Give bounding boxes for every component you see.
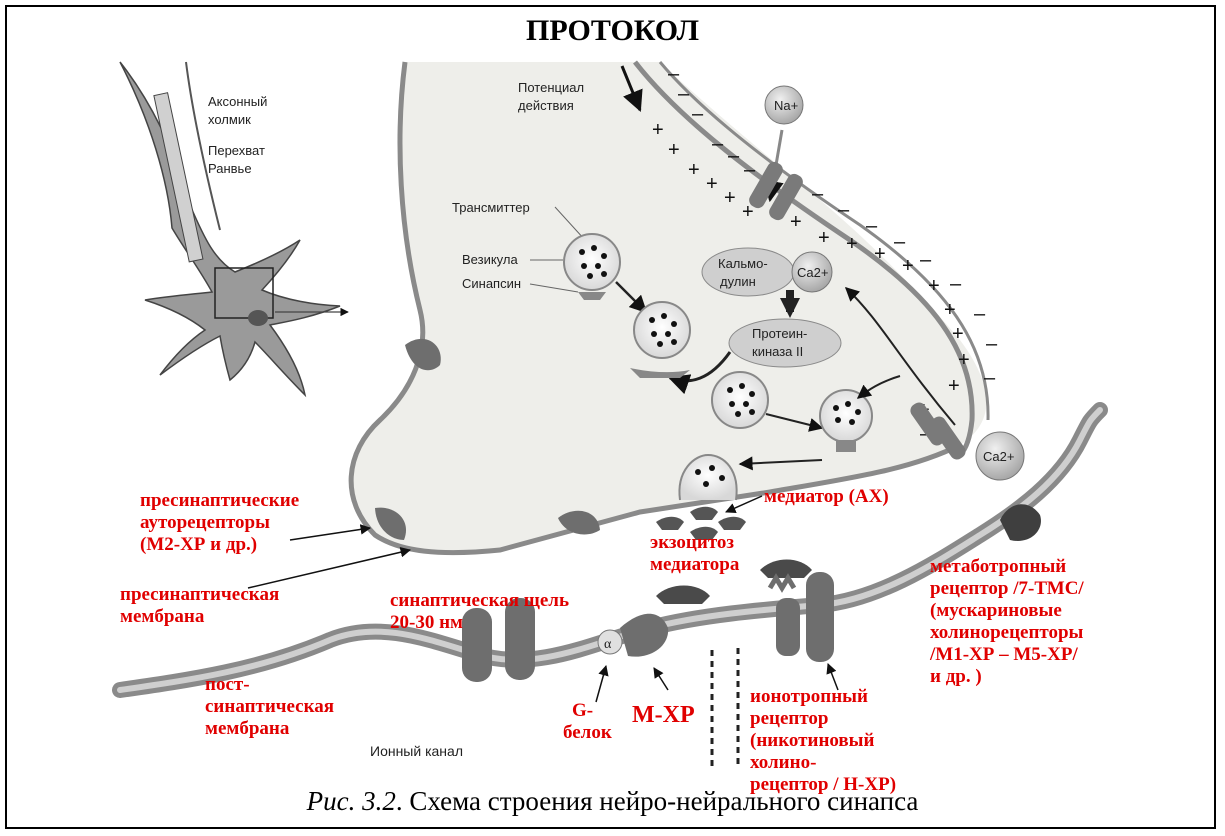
alpha-subunit-label: α <box>604 637 612 652</box>
svg-text:холино-: холино- <box>750 752 816 773</box>
svg-text:медиатора: медиатора <box>650 554 740 575</box>
svg-text:медиатор (АХ): медиатор (АХ) <box>764 486 889 507</box>
action-potential-label-1: Потенциал <box>518 80 584 95</box>
axon-hillock-label-1: Аксонный <box>208 94 267 109</box>
caption-text: . Схема строения нейро-нейрального синап… <box>396 786 919 816</box>
svg-text:+: + <box>958 349 970 371</box>
svg-text:–: – <box>950 273 962 295</box>
svg-text:–: – <box>692 103 704 125</box>
svg-text:–: – <box>838 199 850 221</box>
presynaptic-membrane-label: пресинаптическая мембрана <box>120 550 410 627</box>
svg-text:+: + <box>724 187 736 209</box>
ionotropic-label: ионотропный рецептор (никотиновый холино… <box>750 686 896 795</box>
svg-text:–: – <box>894 231 906 253</box>
svg-text:+: + <box>944 299 956 321</box>
svg-text:пресинаптические: пресинаптические <box>140 490 299 511</box>
protein-kinase-label-2: киназа II <box>752 344 803 359</box>
calmodulin-label-1: Кальмо- <box>718 256 768 271</box>
g-protein-label: G- белок <box>563 700 612 743</box>
svg-text:экзоцитоз: экзоцитоз <box>650 532 734 553</box>
svg-text:+: + <box>902 255 914 277</box>
calcium-ion-label-outside: Ca2+ <box>983 449 1014 464</box>
ranvier-label-1: Перехват <box>208 143 265 158</box>
svg-text:пресинаптическая: пресинаптическая <box>120 584 279 605</box>
svg-text:и др. ): и др. ) <box>930 666 982 687</box>
svg-text:метаботропный: метаботропный <box>930 556 1066 577</box>
exocytosis-label: экзоцитоз медиатора <box>650 532 740 575</box>
ion-channel-label: Ионный канал <box>370 743 463 759</box>
svg-text:G-: G- <box>572 700 593 721</box>
svg-text:+: + <box>948 375 960 397</box>
sodium-ion-label: Na+ <box>774 98 798 113</box>
svg-text:+: + <box>846 233 858 255</box>
svg-text:синаптическая: синаптическая <box>205 696 334 717</box>
svg-text:+: + <box>668 139 680 161</box>
transmitter-label: Трансмиттер <box>452 200 530 215</box>
svg-text:–: – <box>986 333 998 355</box>
svg-text:–: – <box>728 145 740 167</box>
svg-text:–: – <box>974 303 986 325</box>
protein-kinase-label-1: Протеин- <box>752 326 807 341</box>
neuron-illustration: Аксонный холмик Перехват Ранвье <box>120 62 348 395</box>
autoreceptors-label: пресинаптические ауторецепторы (М2-ХР и … <box>140 490 370 555</box>
svg-text:синаптическая щель: синаптическая щель <box>390 590 569 611</box>
svg-text:белок: белок <box>563 722 612 743</box>
svg-text:+: + <box>688 159 700 181</box>
m-xp-label: М-ХР <box>632 702 695 728</box>
svg-text:(М2-ХР и др.): (М2-ХР и др.) <box>140 534 257 555</box>
svg-text:20-30 нм: 20-30 нм <box>390 612 463 633</box>
svg-text:/М1-ХР – М5-ХР/: /М1-ХР – М5-ХР/ <box>929 644 1078 665</box>
svg-text:+: + <box>790 211 802 233</box>
svg-text:рецептор: рецептор <box>750 708 828 729</box>
svg-text:холинорецепторы: холинорецепторы <box>930 622 1084 643</box>
svg-text:+: + <box>706 173 718 195</box>
svg-text:–: – <box>984 367 996 389</box>
nicotinic-receptor <box>770 572 838 690</box>
svg-text:рецептор /7-ТМС/: рецептор /7-ТМС/ <box>930 578 1084 599</box>
calmodulin-label-2: дулин <box>720 274 756 289</box>
postsynaptic-membrane-label: пост- синаптическая мембрана <box>205 674 334 739</box>
svg-text:–: – <box>812 183 824 205</box>
metabotropic-label: метаботропный рецептор /7-ТМС/ (мускарин… <box>929 556 1084 687</box>
ranvier-label-2: Ранвье <box>208 161 252 176</box>
svg-text:–: – <box>744 159 756 181</box>
svg-text:+: + <box>928 275 940 297</box>
figure-caption: Рис. 3.2. Схема строения нейро-нейрально… <box>0 786 1225 817</box>
svg-text:(мускариновые: (мускариновые <box>930 600 1062 621</box>
page-title: ПРОТОКОЛ <box>0 14 1225 48</box>
axon-hillock-label-2: холмик <box>208 112 251 127</box>
svg-text:+: + <box>652 119 664 141</box>
svg-text:–: – <box>712 133 724 155</box>
svg-text:–: – <box>866 215 878 237</box>
separator-lines <box>712 648 738 768</box>
vesicle-3 <box>712 372 768 428</box>
svg-text:+: + <box>818 227 830 249</box>
svg-text:–: – <box>678 83 690 105</box>
figure-reference: Рис. 3.2 <box>307 786 396 816</box>
calcium-ion-label-inside: Ca2+ <box>797 265 828 280</box>
svg-text:+: + <box>874 243 886 265</box>
svg-text:(никотиновый: (никотиновый <box>750 730 875 751</box>
svg-text:мембрана: мембрана <box>205 718 290 739</box>
svg-text:–: – <box>920 249 932 271</box>
svg-text:М-ХР: М-ХР <box>632 702 695 728</box>
synapsin-label: Синапсин <box>462 276 521 291</box>
action-potential-label-2: действия <box>518 98 574 113</box>
svg-text:ауторецепторы: ауторецепторы <box>140 512 270 533</box>
m-receptor: α <box>596 614 668 702</box>
svg-text:–: – <box>668 63 680 85</box>
svg-text:мембрана: мембрана <box>120 606 205 627</box>
vesicle-label: Везикула <box>462 252 518 267</box>
svg-text:ионотропный: ионотропный <box>750 686 868 707</box>
svg-text:пост-: пост- <box>205 674 250 695</box>
svg-text:+: + <box>952 323 964 345</box>
